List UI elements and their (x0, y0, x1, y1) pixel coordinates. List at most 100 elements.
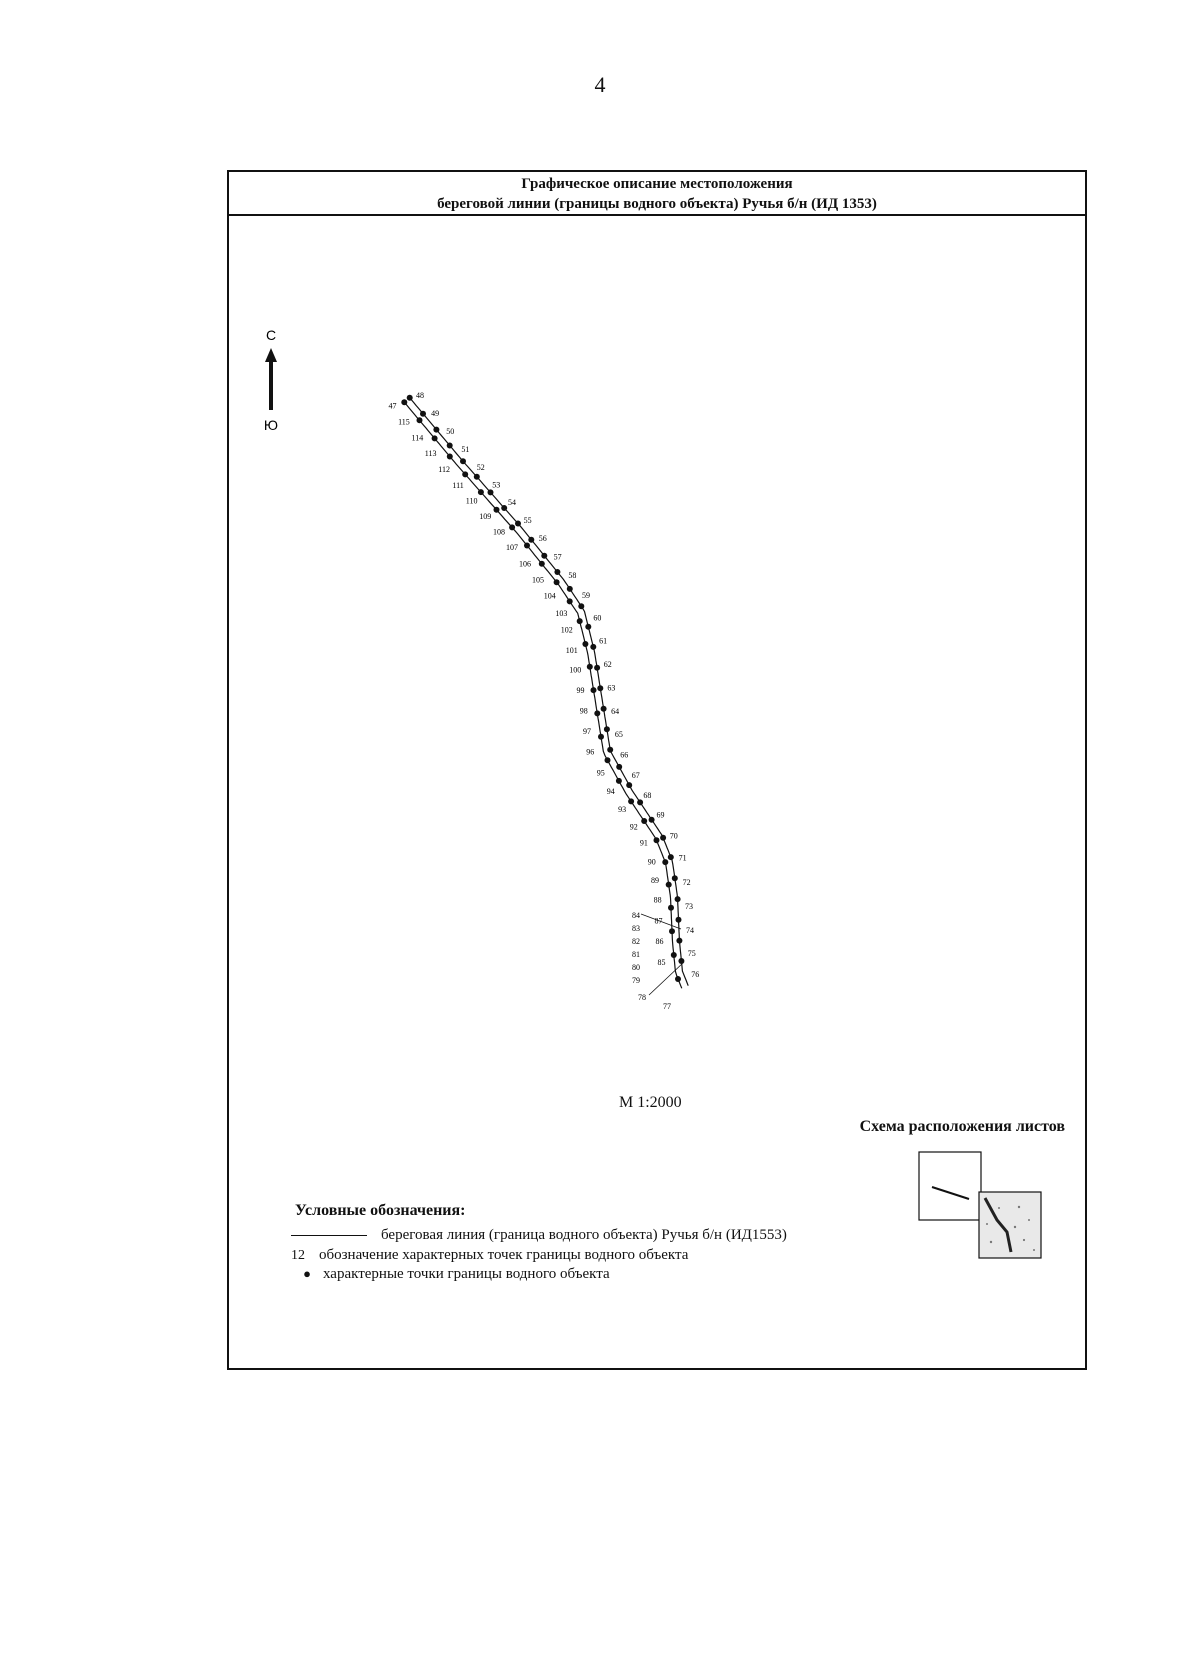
title-line-1: Графическое описание местоположения (521, 176, 793, 192)
point-64 (594, 710, 601, 717)
point-label-107: 107 (506, 543, 518, 552)
point-label-106: 106 (519, 559, 531, 568)
point-97 (603, 726, 610, 733)
point-105 (554, 569, 561, 575)
point-49 (416, 417, 423, 424)
point-label-63: 63 (607, 684, 615, 693)
map-canvas: С Ю 484950515253545556575859606162636465… (264, 327, 1042, 1259)
point-label-50: 50 (446, 427, 454, 436)
point-96 (607, 746, 614, 753)
legend-dot-text: характерные точки границы водного объект… (323, 1266, 610, 1282)
south-label: Ю (264, 417, 278, 433)
point-113 (446, 442, 453, 449)
point-label-114: 114 (411, 433, 423, 442)
point-51 (446, 453, 453, 460)
legend-dot-symbol: ● (303, 1266, 311, 1281)
point-label-101: 101 (566, 646, 578, 655)
point-label-67: 67 (632, 771, 640, 780)
point-label-94: 94 (607, 787, 615, 796)
point-label-61: 61 (599, 637, 607, 646)
point-label-89: 89 (651, 876, 659, 885)
point-label-86: 86 (656, 937, 664, 946)
stream-shoreline: 4849505152535455565758596061626364656667… (389, 391, 700, 1011)
point-71 (662, 859, 669, 866)
point-88 (674, 896, 681, 903)
point-111 (473, 473, 480, 480)
point-label-71: 71 (679, 853, 687, 862)
point-label-115: 115 (398, 417, 410, 426)
point-label-78: 78 (638, 993, 646, 1002)
point-69 (641, 818, 648, 824)
point-100 (594, 664, 601, 671)
point-label-95: 95 (597, 769, 605, 778)
point-50 (431, 435, 438, 442)
point-74 (669, 928, 675, 935)
leader-line-78 (648, 961, 685, 996)
map-scale: М 1:2000 (619, 1094, 682, 1111)
legend-title: Условные обозначения: (295, 1202, 466, 1219)
map-frame: Графическое описание местоположения бере… (227, 170, 1087, 1370)
point-55 (509, 524, 516, 531)
point-label-83: 83 (632, 924, 640, 933)
point-label-84: 84 (632, 911, 640, 920)
point-92 (648, 816, 655, 823)
point-86 (676, 937, 683, 944)
point-108 (515, 520, 521, 527)
point-label-55: 55 (524, 516, 532, 525)
point-label-102: 102 (561, 626, 573, 635)
point-label-59: 59 (582, 591, 590, 600)
point-93 (637, 799, 644, 806)
point-label-57: 57 (554, 553, 562, 562)
point-87 (675, 916, 682, 923)
point-114 (433, 426, 440, 433)
page-number: 4 (594, 72, 606, 97)
legend-number-symbol: 12 (291, 1248, 305, 1263)
point-95 (616, 763, 623, 770)
point-62 (586, 663, 593, 670)
sheet-2-texture (986, 1205, 1035, 1251)
point-label-73: 73 (685, 902, 693, 911)
point-54 (493, 506, 500, 513)
point-85 (678, 958, 685, 964)
point-90 (667, 854, 674, 861)
point-label-72: 72 (683, 878, 691, 887)
point-label-60: 60 (593, 614, 601, 623)
point-label-81: 81 (632, 950, 640, 959)
point-label-65: 65 (615, 730, 623, 739)
point-label-68: 68 (643, 791, 651, 800)
point-label-97: 97 (583, 727, 591, 736)
point-label-70: 70 (670, 832, 678, 841)
point-label-56: 56 (539, 534, 547, 543)
point-label-110: 110 (466, 496, 478, 505)
point-107 (528, 536, 535, 543)
point-102 (585, 623, 592, 630)
point-label-49: 49 (431, 409, 439, 418)
point-57 (538, 560, 545, 567)
point-label-99: 99 (577, 686, 585, 695)
point-56 (524, 542, 530, 549)
legend-row-line: береговая линия (граница водного объекта… (291, 1227, 787, 1244)
legend-line-text: береговая линия (граница водного объекта… (381, 1227, 787, 1243)
point-89 (671, 875, 678, 882)
north-label: С (266, 327, 276, 343)
point-label-96: 96 (586, 748, 594, 757)
sheet-1 (918, 1151, 982, 1221)
point-label-52: 52 (477, 463, 485, 472)
point-label-69: 69 (657, 811, 665, 820)
point-label-105: 105 (532, 576, 544, 585)
title-line-2: береговой линии (границы водного объекта… (437, 196, 877, 212)
point-label-47: 47 (389, 402, 397, 411)
point-65 (598, 733, 604, 740)
point-70 (653, 837, 660, 844)
point-label-90: 90 (648, 858, 656, 867)
point-label-112: 112 (438, 465, 450, 474)
point-76 (675, 976, 681, 982)
point-label-113: 113 (425, 449, 437, 458)
point-label-54: 54 (508, 498, 516, 507)
point-label-88: 88 (654, 896, 662, 905)
point-label-80: 80 (632, 963, 640, 972)
point-53 (477, 489, 484, 496)
point-label-74: 74 (686, 926, 694, 935)
point-label-100: 100 (569, 666, 581, 675)
